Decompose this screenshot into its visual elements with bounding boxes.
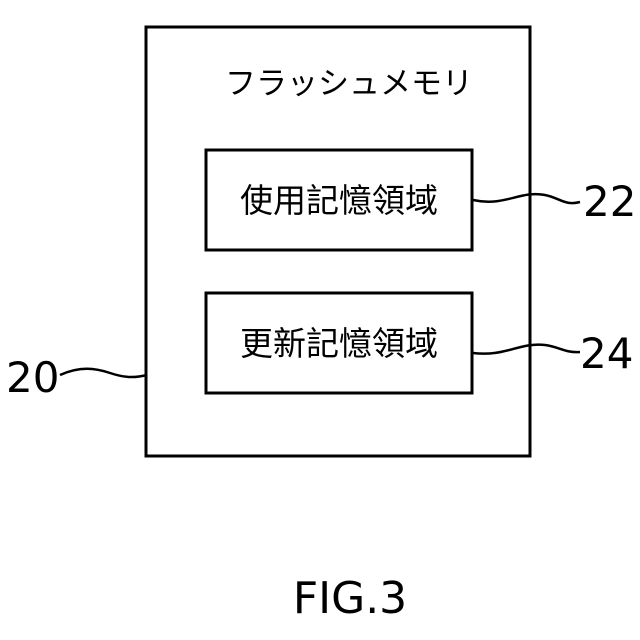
- reference-numeral-24: 24: [580, 329, 633, 378]
- flash-memory-title: フラッシュメモリ: [225, 66, 473, 102]
- leader-line-24: [473, 345, 580, 354]
- update-storage-area-label: 更新記憶領域: [240, 324, 438, 363]
- leader-line-20: [60, 369, 147, 377]
- used-storage-area-label: 使用記憶領域: [240, 181, 438, 220]
- leader-line-22: [473, 194, 580, 203]
- reference-numeral-20: 20: [6, 353, 59, 402]
- reference-numeral-22: 22: [583, 177, 636, 226]
- figure-caption: FIG.3: [293, 573, 407, 624]
